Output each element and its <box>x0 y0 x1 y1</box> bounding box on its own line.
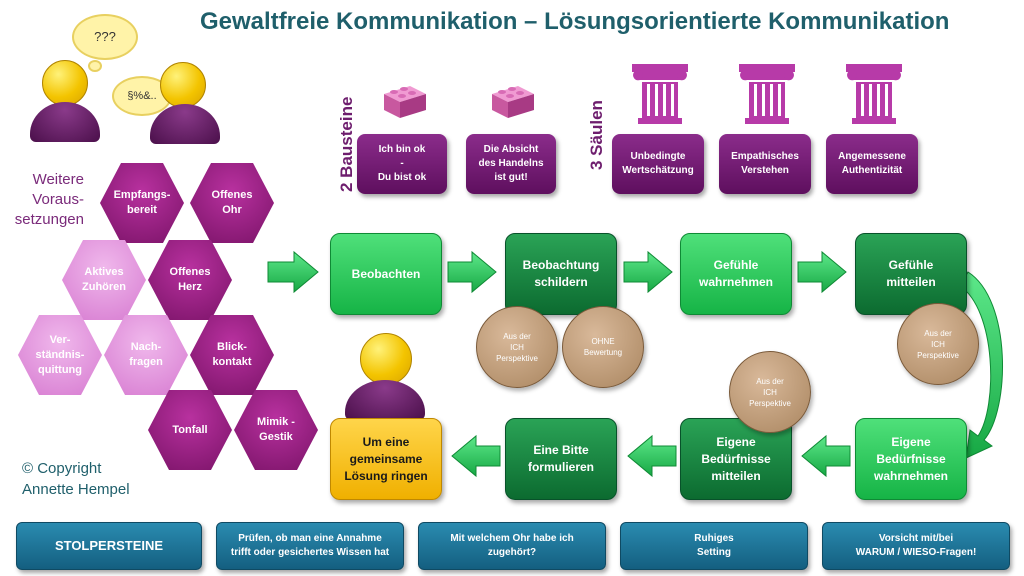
step-beobachten: Beobachten <box>330 233 442 315</box>
speech-bubble: §%&.. <box>112 76 172 116</box>
arrow-right-icon <box>447 250 497 294</box>
note-ohne-bewertung: OHNE Bewertung <box>562 306 644 388</box>
page-title: Gewaltfreie Kommunikation – Lösungsorien… <box>200 8 950 35</box>
copyright-text: © Copyright Annette Hempel <box>22 460 130 498</box>
step-beduerfnisse-wahrnehmen: Eigene Bedürfnisse wahrnehmen <box>855 418 967 500</box>
arrow-right-icon <box>267 250 319 294</box>
arrow-right-icon <box>623 250 673 294</box>
stolperstein-annahme: Prüfen, ob man eine Annahme trifft oder … <box>216 522 404 570</box>
pillar-icon <box>846 64 902 124</box>
arrow-left-icon <box>801 434 851 478</box>
thought-bubble: ??? <box>72 14 138 60</box>
step-loesung-ringen: Um eine gemeinsame Lösung ringen <box>330 418 442 500</box>
lego-brick-icon <box>492 86 534 118</box>
saeule-verstehen-box: Empathisches Verstehen <box>719 134 811 194</box>
baustein-absicht-box: Die Absicht des Handelns ist gut! <box>466 134 556 194</box>
step-bitte-formulieren: Eine Bitte formulieren <box>505 418 617 500</box>
thought-bubble-text: ??? <box>94 29 116 44</box>
saeule-authentizitaet-box: Angemessene Authentizität <box>826 134 918 194</box>
hex-verstaendnisquittung: Ver- ständnis- quittung <box>18 315 102 395</box>
hex-mimik-gestik: Mimik - Gestik <box>234 390 318 470</box>
smiley-face-icon <box>360 333 412 385</box>
hex-nachfragen: Nach- fragen <box>104 315 188 395</box>
note-ich-perspektive: Aus der ICH Perspektive <box>729 351 811 433</box>
people-illustration: ??? §%&.. <box>20 10 220 145</box>
arrow-left-icon <box>451 434 501 478</box>
arrow-right-icon <box>797 250 847 294</box>
saeule-wertschaetzung-box: Unbedingte Wertschätzung <box>612 134 704 194</box>
bubble-tail-1 <box>88 60 102 72</box>
step-gefuehle-mitteilen: Gefühle mitteilen <box>855 233 967 315</box>
arrow-left-icon <box>627 434 677 478</box>
stolpersteine-label: STOLPERSTEINE <box>16 522 202 570</box>
smiley-face-icon <box>160 62 206 108</box>
note-ich-perspektive: Aus der ICH Perspektive <box>476 306 558 388</box>
hex-blickkontakt: Blick- kontakt <box>190 315 274 395</box>
note-ich-perspektive: Aus der ICH Perspektive <box>897 303 979 385</box>
hex-tonfall: Tonfall <box>148 390 232 470</box>
step-beobachtung-schildern: Beobachtung schildern <box>505 233 617 315</box>
voraussetzungen-label: Weitere Voraus- setzungen <box>14 171 84 228</box>
stolperstein-ohr: Mit welchem Ohr habe ich zugehört? <box>418 522 606 570</box>
lego-brick-icon <box>384 86 426 118</box>
stolperstein-warum: Vorsicht mit/bei WARUM / WIESO-Fragen! <box>822 522 1010 570</box>
pillar-icon <box>739 64 795 124</box>
step-gefuehle-wahrnehmen: Gefühle wahrnehmen <box>680 233 792 315</box>
stolperstein-setting: Ruhiges Setting <box>620 522 808 570</box>
baustein-ok-box: Ich bin ok - Du bist ok <box>357 134 447 194</box>
pillar-icon <box>632 64 688 124</box>
speech-bubble-text: §%&.. <box>127 90 157 102</box>
